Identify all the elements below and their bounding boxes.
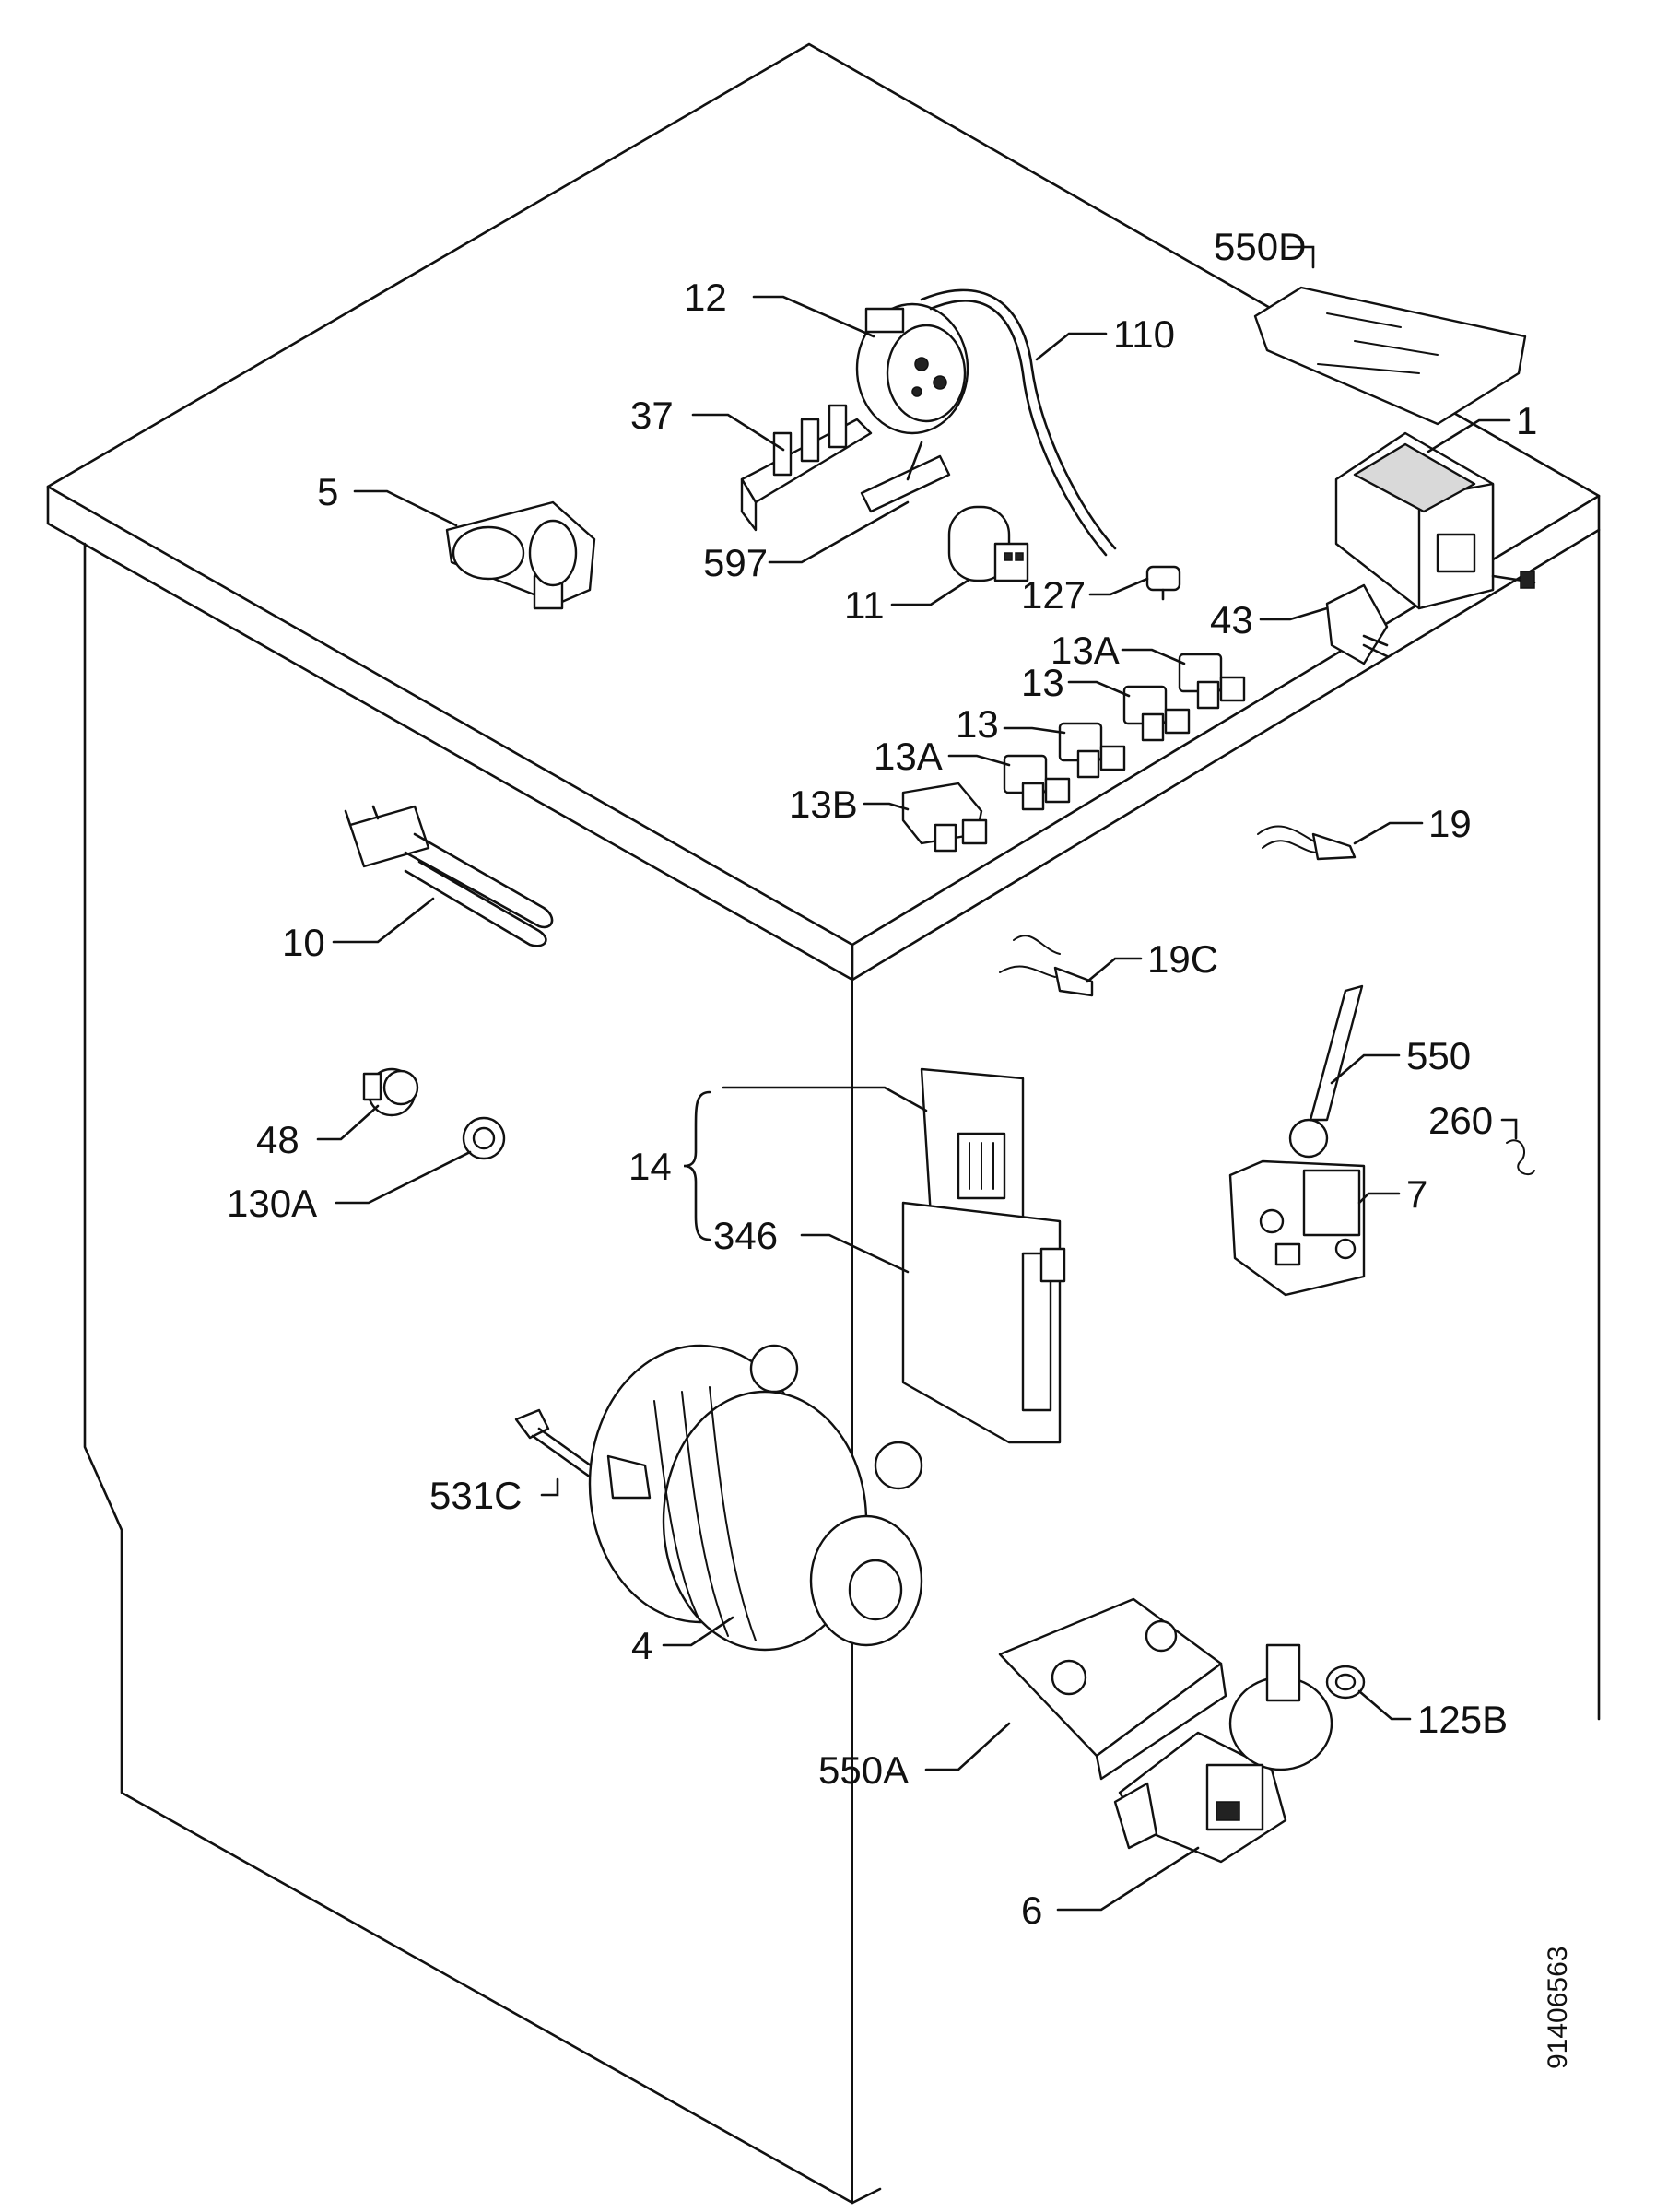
part-13-connector-1 bbox=[1122, 685, 1191, 742]
part-125b-seal-ring bbox=[1325, 1665, 1366, 1700]
label-1: 1 bbox=[1516, 399, 1537, 442]
label-550a: 550A bbox=[818, 1748, 909, 1792]
label-125b: 125B bbox=[1417, 1698, 1508, 1741]
label-13a-1: 13A bbox=[1051, 629, 1120, 672]
label-110: 110 bbox=[1113, 312, 1175, 356]
part-48-pilot-light bbox=[362, 1067, 419, 1117]
label-7: 7 bbox=[1406, 1172, 1427, 1216]
part-13b-connector bbox=[901, 782, 988, 853]
label-260: 260 bbox=[1428, 1099, 1493, 1142]
part-1-programmer bbox=[1334, 431, 1536, 610]
part-4-motor bbox=[588, 1344, 923, 1652]
label-10: 10 bbox=[282, 921, 325, 964]
part-labels: 550D 12 110 37 1 5 597 11 127 43 13A 13 … bbox=[227, 225, 1537, 1932]
label-37: 37 bbox=[630, 394, 674, 437]
part-110-hose bbox=[920, 288, 1117, 557]
part-13a-connector-1 bbox=[1178, 653, 1246, 710]
label-550d: 550D bbox=[1214, 225, 1306, 268]
part-37-terminal-block bbox=[740, 404, 873, 532]
part-19c-sensor bbox=[999, 935, 1094, 997]
label-13b: 13B bbox=[789, 782, 858, 826]
part-597-clip bbox=[860, 441, 951, 513]
part-13a-connector-2 bbox=[1003, 754, 1071, 811]
part-11-capacitor bbox=[947, 505, 1029, 582]
part-127-plug bbox=[1145, 565, 1181, 601]
label-43: 43 bbox=[1210, 598, 1253, 641]
part-13-connector-2 bbox=[1058, 722, 1126, 779]
label-48: 48 bbox=[256, 1118, 299, 1161]
part-6-drain-pump bbox=[1113, 1643, 1333, 1864]
label-6: 6 bbox=[1021, 1888, 1042, 1932]
label-550: 550 bbox=[1406, 1034, 1471, 1077]
label-597: 597 bbox=[703, 541, 768, 584]
part-10-heating-element bbox=[344, 805, 554, 947]
label-13-1: 13 bbox=[1021, 661, 1064, 704]
part-260-spring bbox=[1506, 1139, 1535, 1176]
leader-lines bbox=[316, 245, 1518, 1912]
part-12-pressure-switch bbox=[855, 302, 969, 435]
label-14: 14 bbox=[628, 1145, 672, 1188]
part-550a-bracket bbox=[998, 1597, 1227, 1781]
label-346: 346 bbox=[713, 1214, 778, 1257]
label-130a: 130A bbox=[227, 1182, 317, 1225]
part-7-door-lock bbox=[1228, 1159, 1366, 1297]
drawing-number: 91406563 bbox=[1543, 1947, 1573, 2069]
label-5: 5 bbox=[317, 470, 338, 513]
label-19c: 19C bbox=[1147, 937, 1218, 981]
part-130a-nut bbox=[462, 1116, 506, 1160]
part-43-switch bbox=[1325, 583, 1389, 665]
label-12: 12 bbox=[684, 276, 727, 319]
part-550-lever bbox=[1288, 984, 1364, 1159]
label-11: 11 bbox=[844, 583, 885, 627]
label-4: 4 bbox=[631, 1624, 652, 1667]
label-13a-2: 13A bbox=[874, 735, 943, 778]
label-13-2: 13 bbox=[956, 702, 999, 746]
label-19: 19 bbox=[1428, 802, 1472, 845]
part-5-inlet-valve bbox=[445, 500, 596, 610]
label-531c: 531C bbox=[429, 1474, 522, 1517]
part-550d-cover-plate bbox=[1253, 286, 1527, 426]
part-14-346-dispenser bbox=[901, 1067, 1066, 1444]
part-19-sensor bbox=[1257, 825, 1357, 861]
label-127: 127 bbox=[1021, 573, 1086, 617]
